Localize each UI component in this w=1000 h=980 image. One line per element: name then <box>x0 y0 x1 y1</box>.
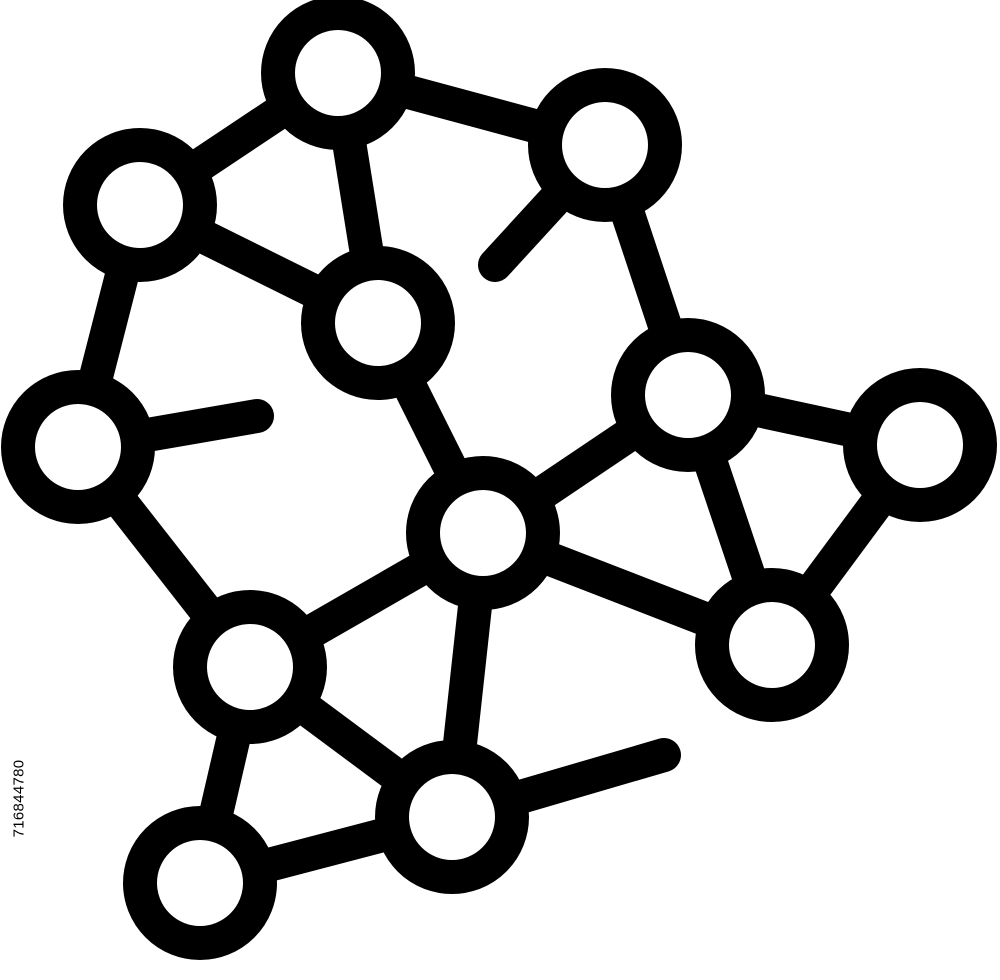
node <box>843 368 997 522</box>
node <box>261 0 415 150</box>
node <box>695 568 849 722</box>
node <box>301 246 455 400</box>
node <box>406 456 560 610</box>
nodes <box>1 0 997 960</box>
stock-id-text: 716844780 <box>10 759 28 837</box>
node <box>63 128 217 282</box>
stock-id-label: 716844780 <box>8 744 30 852</box>
node <box>1 370 155 524</box>
node <box>123 806 277 960</box>
node <box>375 740 529 894</box>
node <box>528 68 682 222</box>
node <box>173 590 327 744</box>
node <box>611 318 765 472</box>
